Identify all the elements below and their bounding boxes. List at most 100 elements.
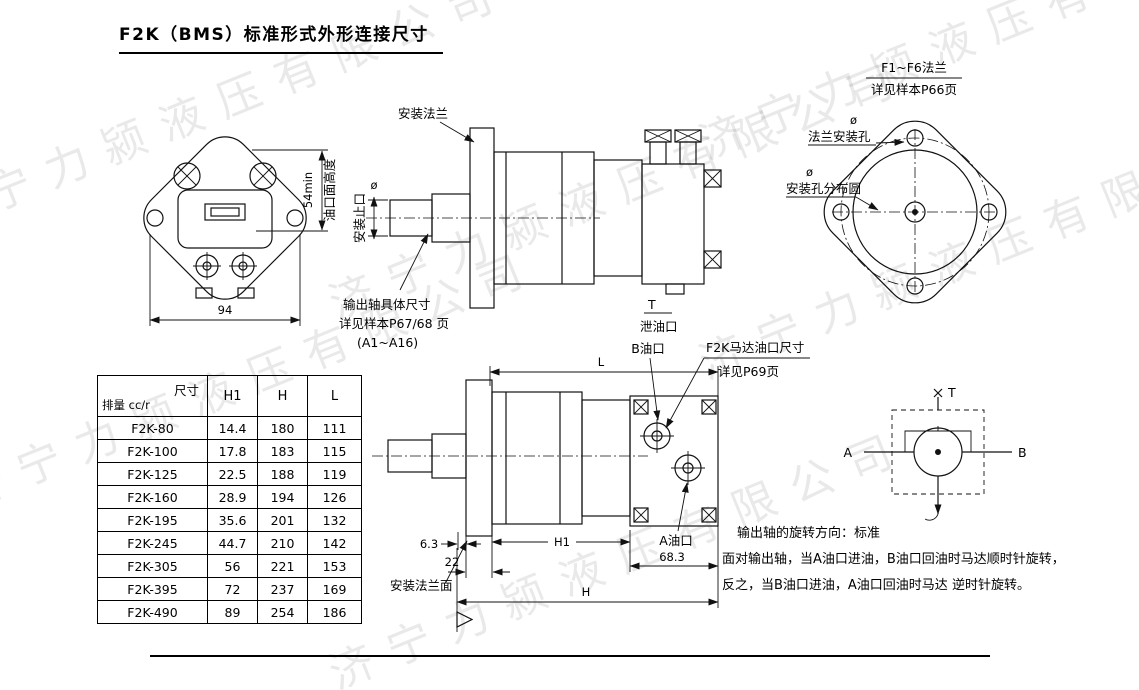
flange-face-label: 安装法兰面 [390,578,453,593]
value-cell: 201 [257,508,308,532]
port-note-line2: 详见P69页 [718,364,779,379]
rotation-note-line3: 反之，当B油口进油，A油口回油时马达 逆时针旋转。 [722,578,1030,593]
schematic-t-label: T [947,385,956,400]
port-b-label: B油口 [631,341,665,356]
value-cell: 89 [207,600,258,624]
rear-view-annotations [786,77,962,211]
value-cell: 169 [307,577,362,601]
value-cell: 188 [257,462,308,486]
model-cell: F2K-125 [97,462,208,486]
front-view-dimensions [149,149,328,326]
dim-22-label: 22 [445,555,460,569]
value-cell: 44.7 [207,531,258,555]
model-cell: F2K-80 [97,416,208,440]
value-cell: 22.5 [207,462,258,486]
dim-63-label: 6.3 [420,537,438,551]
schematic-b-label: B [1018,445,1027,460]
model-cell: F2K-395 [97,577,208,601]
value-cell: 111 [307,416,362,440]
column-header-h: H [257,375,308,417]
dim-h-label: H [582,585,591,599]
value-cell: 56 [207,554,258,578]
drain-port-label: 泄油口 [640,319,678,334]
side-view-drawing [366,127,722,309]
x-mark-icon [933,388,943,398]
mount-flange-label: 安装法兰 [398,106,448,121]
model-cell: F2K-100 [97,439,208,463]
port-face-height-label: 油口面高度 [322,158,337,221]
hydraulic-schematic [864,388,1012,521]
value-cell: 119 [307,462,362,486]
datum-flag-icon [456,611,474,628]
dim-54min-label: 54min [301,172,315,208]
value-cell: 142 [307,531,362,555]
column-header-h1: H1 [207,375,258,417]
rotation-note-line2: 面对输出轴，当A油口进油，B油口回油时马达顺时针旋转， [722,552,1065,567]
value-cell: 153 [307,554,362,578]
phi-symbol: ø [806,165,813,179]
shaft-note-line1: 输出轴具体尺寸 [343,297,431,312]
model-cell: F2K-160 [97,485,208,509]
value-cell: 35.6 [207,508,258,532]
value-cell: 210 [257,531,308,555]
dim-h1-label: H1 [554,535,570,549]
model-cell: F2K-490 [97,600,208,624]
side-view-annotations [368,121,672,314]
dim-94-label: 94 [218,303,233,317]
value-cell: 221 [257,554,308,578]
column-header-l: L [307,375,362,417]
bolt-circle-label: 安装孔分布圆 [786,181,861,196]
value-cell: 254 [257,600,308,624]
rotation-note-line1: 输出轴的旋转方向：标准 [737,526,881,541]
drain-t-label: T [647,297,656,312]
spigot-label: 安装止口 [352,193,367,243]
model-cell: F2K-305 [97,554,208,578]
bottom-view-drawing [372,379,719,537]
value-cell: 72 [207,577,258,601]
dim-683-label: 68.3 [659,550,685,564]
table-header-diagonal: 尺寸 排量 cc/r [97,375,208,417]
table-header-row: 尺寸 排量 cc/r H1 H L [97,375,362,417]
dim-l-label: L [598,355,605,369]
phi-symbol: ø [850,113,857,127]
flange-ref-sub: 详见样本P66页 [871,82,957,97]
model-cell: F2K-195 [97,508,208,532]
value-cell: 180 [257,416,308,440]
rear-view-drawing [823,120,1007,304]
header-size-label: 尺寸 [173,383,199,398]
rotation-direction-note: 输出轴的旋转方向：标准 面对输出轴，当A油口进油，B油口回油时马达顺时针旋转， … [722,521,1138,599]
value-cell: 17.8 [207,439,258,463]
header-displacement-label: 排量 cc/r [102,398,150,412]
value-cell: 115 [307,439,362,463]
value-cell: 194 [257,485,308,509]
value-cell: 186 [307,600,362,624]
value-cell: 126 [307,485,362,509]
shaft-note-line3: (A1~A16) [357,335,418,350]
flange-ref-title: F1~F6法兰 [881,60,947,75]
flange-hole-label: 法兰安装孔 [808,129,871,144]
value-cell: 237 [257,577,308,601]
front-view-drawing [143,136,307,300]
value-cell: 183 [257,439,308,463]
value-cell: 132 [307,508,362,532]
phi-symbol: ø [370,178,377,192]
port-note-line1: F2K马达油口尺寸 [706,340,804,355]
schematic-a-label: A [843,445,852,460]
page-title: F2K（BMS）标准形式外形连接尺寸 [119,20,443,54]
value-cell: 28.9 [207,485,258,509]
port-a-label: A油口 [659,533,693,548]
shaft-note-line2: 详见样本P67/68 页 [339,316,449,331]
